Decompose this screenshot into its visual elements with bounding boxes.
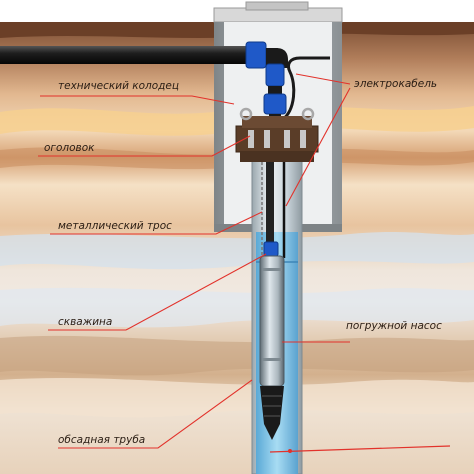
callout-lines — [38, 73, 351, 449]
callout-well-chamber — [40, 95, 235, 105]
pipe-fitting-horizontal — [245, 41, 267, 69]
electric-cable-top — [280, 56, 330, 122]
wellhead-bolt-1 — [248, 130, 254, 148]
clay-layer-lower — [0, 335, 474, 376]
supply-pipe — [0, 46, 246, 64]
pipe-elbow — [266, 48, 288, 68]
label-submersible-pump: погружной насос — [346, 320, 442, 332]
pump-ring-2 — [262, 358, 282, 361]
sand-layer-lower — [0, 378, 474, 418]
riser-pipe — [266, 162, 274, 254]
label-borehole: скважина — [58, 316, 113, 328]
wellhead-eyebolt-right — [301, 107, 315, 121]
callout-wellhead — [38, 135, 251, 157]
wellhead-cap — [242, 116, 312, 128]
depth-arrow-dot — [288, 449, 292, 453]
pump-ring-1 — [262, 268, 282, 271]
label-well-chamber: технический колодец — [58, 80, 180, 92]
label-electric-cable: электрокабель — [354, 78, 438, 90]
label-wellhead: оголовок — [44, 142, 95, 154]
callout-borehole — [48, 253, 267, 331]
callout-depth-arrow — [269, 445, 451, 453]
aquifer-layer-middle — [0, 287, 474, 328]
pipe-fitting-vertical-lower — [263, 93, 287, 115]
aquifer-layer-upper — [0, 232, 474, 270]
label-casing-pipe: обсадная труба — [58, 434, 146, 446]
pump-coupling — [263, 241, 279, 257]
riser-segment — [268, 86, 282, 94]
label-steel-cable: металлический трос — [58, 220, 172, 232]
submersible-pump-body — [259, 255, 285, 387]
pipe-fitting-vertical-upper — [265, 63, 285, 87]
callout-casing-pipe — [58, 379, 253, 449]
wellhead-bolt-4 — [300, 130, 306, 148]
wellhead-eyebolt-left — [239, 107, 253, 121]
callout-electric-cable-a — [295, 73, 351, 85]
wellhead-base — [240, 152, 314, 162]
wellhead-bolt-3 — [284, 130, 290, 148]
pump-intake-cone — [260, 386, 284, 440]
callout-electric-cable-b — [285, 87, 351, 207]
chamber-hatch — [245, 1, 309, 11]
wellhead-bolt-2 — [264, 130, 270, 148]
callout-steel-cable — [50, 211, 263, 235]
